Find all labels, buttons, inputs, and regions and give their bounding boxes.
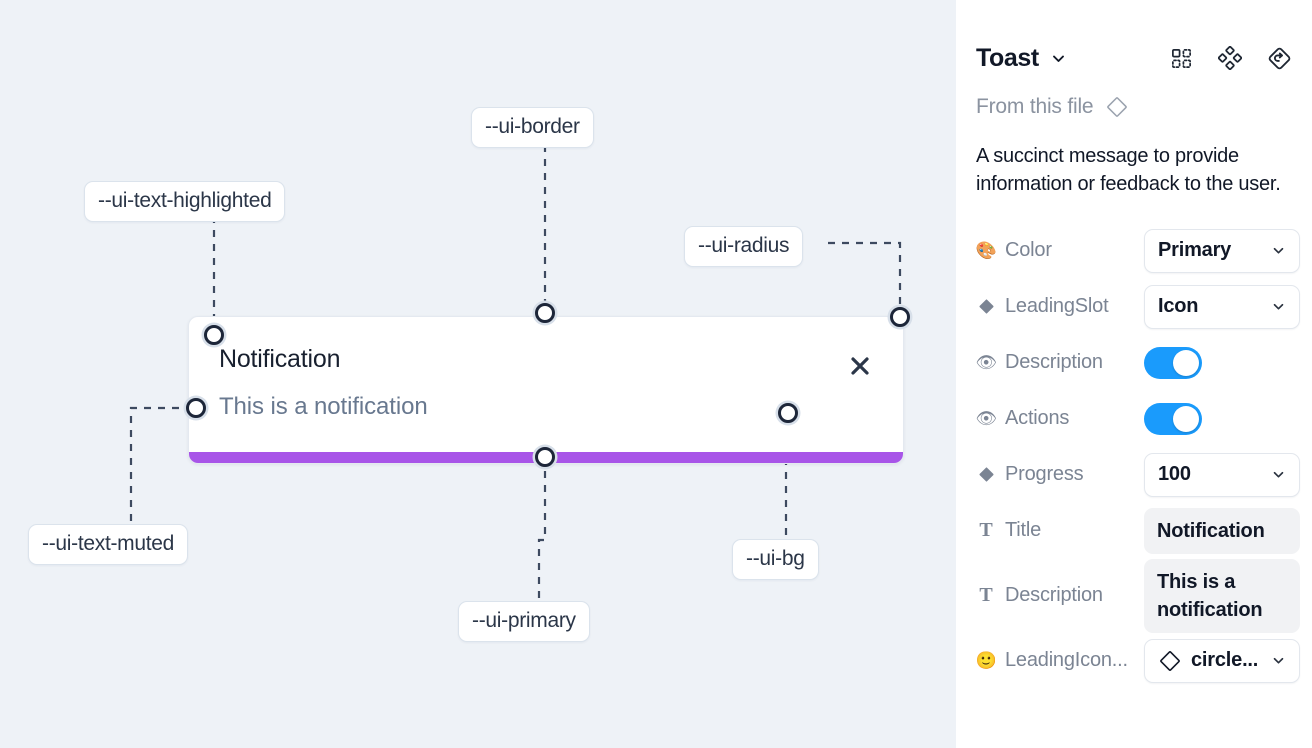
diamond-outline-icon xyxy=(1158,649,1182,673)
toggle-knob xyxy=(1173,349,1199,376)
chevron-down-icon xyxy=(1271,299,1286,314)
token-chip-ui-primary[interactable]: --ui-primary xyxy=(458,601,590,642)
actions-toggle[interactable] xyxy=(1144,402,1202,435)
description-toggle[interactable] xyxy=(1144,346,1202,379)
property-label-color: 🎨 Color xyxy=(976,239,1144,262)
panel-header-actions xyxy=(1170,46,1292,71)
token-chip-ui-bg[interactable]: --ui-bg xyxy=(732,539,819,580)
anchor-point-card-top-edge[interactable] xyxy=(535,303,555,323)
description-field[interactable]: This is a notification xyxy=(1144,558,1300,633)
text-icon: T xyxy=(979,584,993,607)
anchor-point-card-top-right-corner[interactable] xyxy=(890,307,910,327)
property-label-leadingslot: LeadingSlot xyxy=(976,295,1144,318)
panel-title: Toast xyxy=(976,43,1039,72)
token-chip-ui-text-highlighted[interactable]: --ui-text-highlighted xyxy=(84,181,286,222)
text-icon: T xyxy=(979,519,993,542)
anchor-point-card-body[interactable] xyxy=(778,403,798,423)
leadingslot-select-value: Icon xyxy=(1158,295,1199,318)
property-label-description-text: T Description xyxy=(976,584,1144,607)
property-row-leadingicon: 🙂 LeadingIcon... circle... xyxy=(976,633,1300,689)
property-row-color: 🎨 Color Primary xyxy=(976,223,1300,279)
token-chip-ui-text-muted[interactable]: --ui-text-muted xyxy=(28,524,189,565)
progress-select[interactable]: 100 xyxy=(1144,452,1300,497)
property-row-description-visibility: 👁 Description xyxy=(976,335,1292,391)
from-this-file-row[interactable]: From this file xyxy=(976,92,1292,122)
color-select-value: Primary xyxy=(1158,239,1232,262)
property-label-title: T Title xyxy=(976,519,1144,542)
chevron-down-icon xyxy=(1271,243,1286,258)
property-name: LeadingSlot xyxy=(1005,295,1109,318)
property-name: Progress xyxy=(1005,463,1084,486)
property-name: Description xyxy=(1005,351,1103,374)
toggle-knob xyxy=(1173,405,1199,432)
anchor-point-progress-bar[interactable] xyxy=(535,447,555,467)
property-name: Description xyxy=(1005,584,1103,607)
eye-icon: 👁 xyxy=(976,408,997,428)
properties-list: 🎨 Color Primary xyxy=(976,223,1300,689)
from-this-file-label: From this file xyxy=(976,95,1094,118)
property-name: LeadingIcon... xyxy=(1005,649,1128,672)
property-label-progress: Progress xyxy=(976,463,1144,486)
leadingicon-select-value: circle... xyxy=(1191,649,1259,672)
property-row-title: T Title Notification xyxy=(976,503,1300,559)
reset-instance-icon[interactable] xyxy=(1267,46,1292,71)
emoji-icon: 🙂 xyxy=(976,650,997,670)
component-diamonds-icon[interactable] xyxy=(1218,46,1242,70)
property-label-description-visibility: 👁 Description xyxy=(976,351,1144,374)
property-name: Actions xyxy=(1005,407,1070,430)
chevron-down-icon xyxy=(1271,467,1286,482)
property-label-leadingicon: 🙂 LeadingIcon... xyxy=(976,649,1144,672)
chevron-down-icon xyxy=(1271,653,1286,668)
title-field[interactable]: Notification xyxy=(1144,507,1300,554)
design-canvas[interactable]: Notification This is a notification --ui… xyxy=(0,0,956,748)
leadingicon-select[interactable]: circle... xyxy=(1144,638,1300,683)
token-chip-ui-border[interactable]: --ui-border xyxy=(471,107,594,148)
diamond-outline-icon xyxy=(1105,95,1129,119)
diamond-icon xyxy=(976,298,996,315)
leadingslot-select[interactable]: Icon xyxy=(1144,284,1300,329)
property-label-actions-visibility: 👁 Actions xyxy=(976,407,1144,430)
property-row-progress: Progress 100 xyxy=(976,447,1300,503)
toast-description: This is a notification xyxy=(219,393,428,420)
toast-preview-card[interactable]: Notification This is a notification xyxy=(188,316,904,464)
toast-title: Notification xyxy=(219,345,341,373)
properties-panel: Toast xyxy=(956,0,1312,748)
property-name: Color xyxy=(1005,239,1052,262)
chevron-down-icon[interactable] xyxy=(1050,50,1067,67)
property-row-description-text: T Description This is a notification xyxy=(976,558,1300,633)
anchor-point-title[interactable] xyxy=(204,325,224,345)
color-select[interactable]: Primary xyxy=(1144,228,1300,273)
palette-icon: 🎨 xyxy=(976,240,997,260)
eye-icon: 👁 xyxy=(976,352,997,372)
token-chip-ui-radius[interactable]: --ui-radius xyxy=(684,226,804,267)
close-x-icon[interactable] xyxy=(845,351,875,381)
anchor-point-description[interactable] xyxy=(186,398,206,418)
property-row-actions-visibility: 👁 Actions xyxy=(976,391,1292,447)
component-description: A succinct message to provide informatio… xyxy=(976,145,1281,196)
property-row-leadingslot: LeadingSlot Icon xyxy=(976,279,1300,335)
progress-select-value: 100 xyxy=(1158,463,1191,486)
panel-header: Toast xyxy=(976,30,1292,86)
diamond-icon xyxy=(976,466,996,483)
property-name: Title xyxy=(1005,519,1042,542)
component-grid-icon[interactable] xyxy=(1170,47,1193,70)
